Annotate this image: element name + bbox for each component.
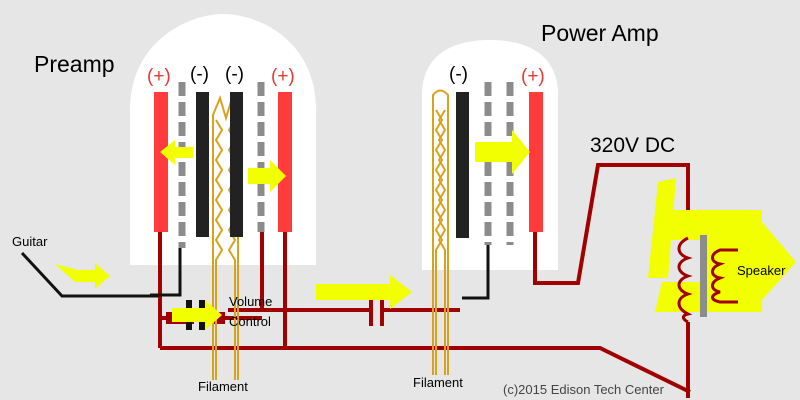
preamp-right-arrow	[248, 160, 286, 192]
ground-bus	[160, 346, 691, 394]
power-grid-bias-wire	[462, 245, 490, 300]
filament-power-label: Filament	[413, 375, 463, 390]
power-plate-sign: (+)	[521, 66, 545, 87]
preamp-plate-left-sign: (+)	[147, 66, 171, 87]
guitar-signal-arrow	[55, 263, 110, 289]
guitar-input-wire	[20, 251, 158, 298]
credit-text: (c)2015 Edison Tech Center	[503, 382, 665, 397]
preamp-cathode-right-sign: (-)	[225, 64, 244, 85]
transformer-primary-coil	[677, 236, 693, 324]
control-label: Control	[229, 314, 271, 329]
transformer-core	[700, 235, 707, 317]
voltage-label: 320V DC	[590, 134, 675, 157]
volume-label: Volume	[229, 294, 272, 309]
power-amp-arrow	[475, 130, 530, 174]
preamp-plate-left	[154, 92, 168, 232]
preamp-label: Preamp	[34, 51, 115, 77]
power-plate-lead	[533, 163, 690, 285]
preamp-cathode-right	[230, 92, 243, 237]
coupling-capacitor	[369, 294, 384, 326]
preamp-cathode-bias-wire	[150, 245, 182, 297]
preamp-tube-envelope	[130, 14, 316, 265]
output-transformer	[677, 235, 738, 324]
volume-signal-arrow	[172, 300, 222, 330]
guitar-label: Guitar	[12, 234, 48, 249]
transformer-secondary-coil	[711, 248, 738, 304]
transformer-flow-arrow	[648, 178, 676, 278]
power-cathode	[456, 92, 469, 238]
filament-preamp-label: Filament	[198, 379, 248, 394]
power-plate	[529, 92, 543, 232]
preamp-plate-right-sign: (+)	[271, 66, 295, 87]
speaker-label: Speaker	[737, 263, 786, 278]
circuit-wiring	[158, 163, 691, 398]
preamp-plate-right	[278, 92, 292, 232]
power-cathode-sign: (-)	[449, 64, 468, 85]
speaker-arrow	[655, 210, 796, 312]
preamp-cathode-left	[196, 92, 209, 237]
coupling-signal-arrow	[316, 275, 412, 309]
power-amp-label: Power Amp	[541, 20, 659, 46]
preamp-cathode-left-sign: (-)	[190, 64, 209, 85]
filament-power-amp	[432, 89, 449, 375]
preamp-left-arrow	[160, 140, 193, 165]
signal-arrows	[55, 130, 796, 330]
